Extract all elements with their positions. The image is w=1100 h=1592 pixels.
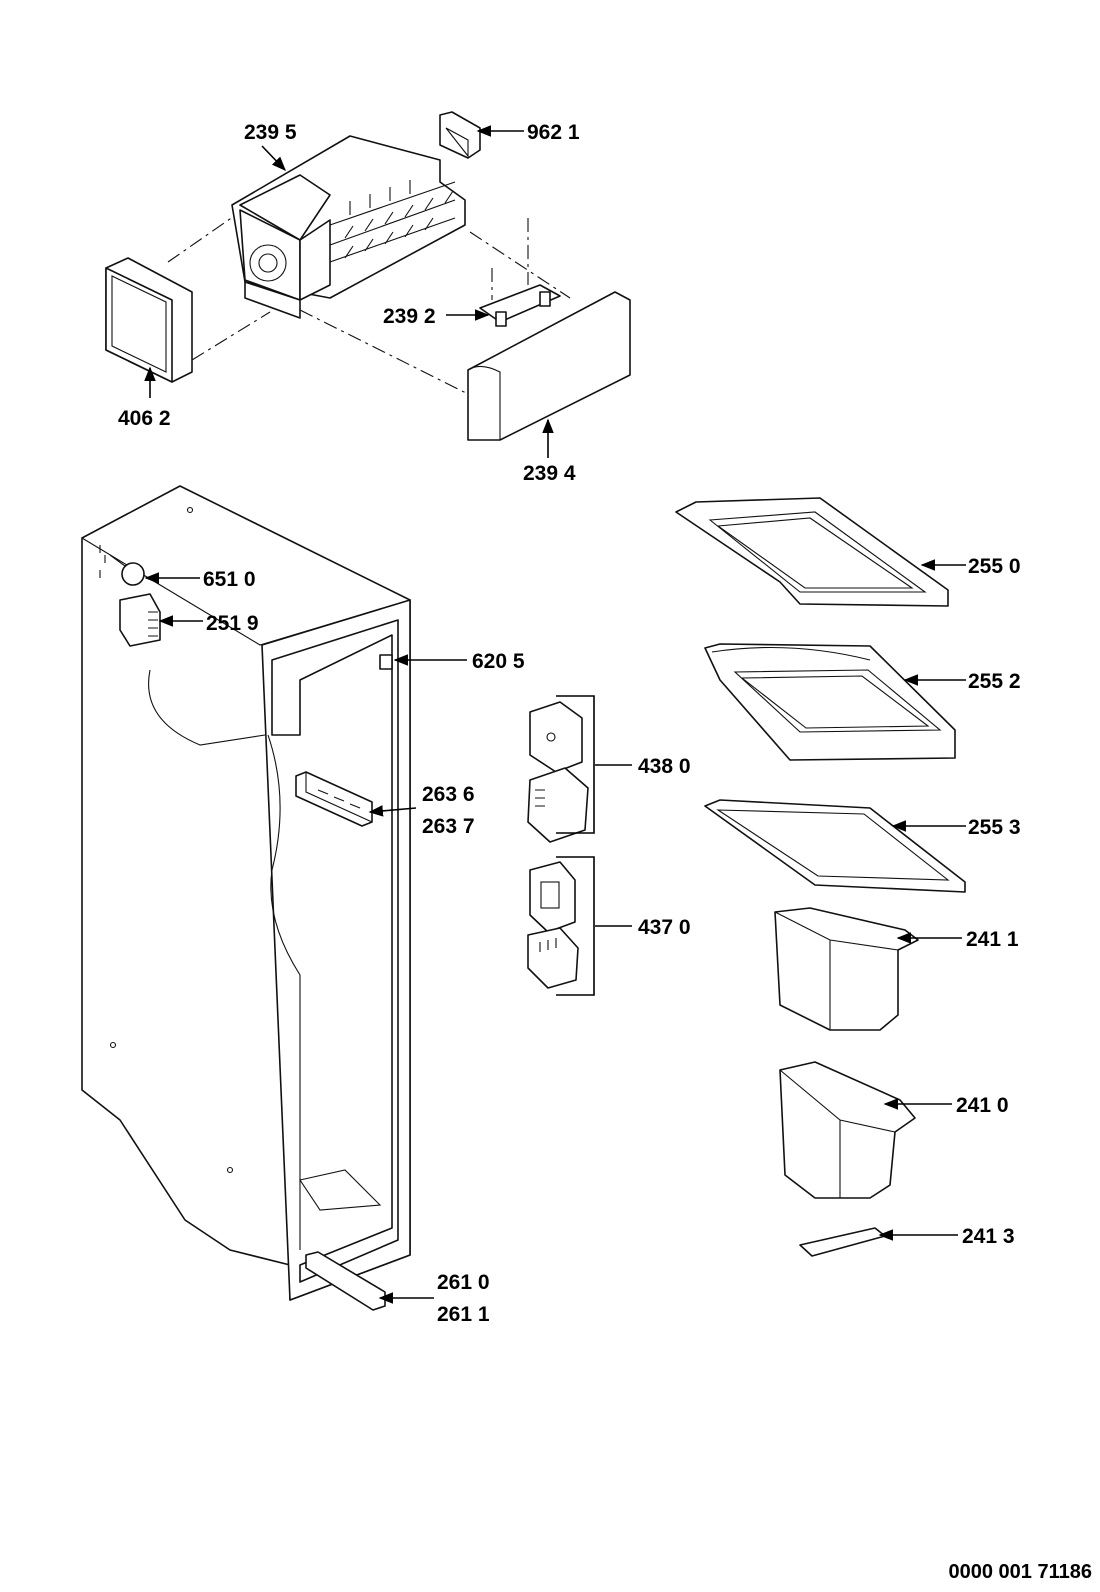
glass-shelf-255-0 bbox=[675, 497, 949, 607]
ice-maker-body bbox=[231, 135, 466, 319]
label-239-5: 239 5 bbox=[244, 121, 297, 144]
label-263-7: 263 7 bbox=[422, 815, 475, 838]
bin-trim-241-3 bbox=[799, 1227, 886, 1257]
freezer-cabinet bbox=[81, 485, 411, 1311]
door-switch bbox=[379, 654, 393, 670]
label-962-1: 962 1 bbox=[527, 121, 580, 144]
bottom-rail bbox=[305, 1251, 386, 1311]
label-241-1: 241 1 bbox=[966, 928, 1019, 951]
bin-241-1 bbox=[774, 907, 919, 1031]
label-241-0: 241 0 bbox=[956, 1094, 1009, 1117]
glass-shelf-255-3 bbox=[704, 799, 966, 893]
control-board-438 bbox=[527, 695, 595, 843]
ice-maker-cover bbox=[105, 257, 193, 383]
control-board-437 bbox=[527, 856, 595, 996]
label-651-0: 651 0 bbox=[203, 568, 256, 591]
leader-lines bbox=[144, 125, 966, 1304]
ice-maker-front-panel bbox=[467, 291, 631, 441]
label-239-2: 239 2 bbox=[383, 305, 436, 328]
ice-maker-assembly bbox=[105, 111, 631, 441]
label-241-3: 241 3 bbox=[962, 1225, 1015, 1248]
label-437-0: 437 0 bbox=[638, 916, 691, 939]
document-reference-number: 0000 001 71186 bbox=[949, 1561, 1093, 1583]
part-labels: 239 5 962 1 239 2 406 2 239 4 651 0 251 … bbox=[118, 121, 1021, 1326]
label-251-9: 251 9 bbox=[206, 612, 259, 635]
ice-maker-bracket bbox=[479, 284, 561, 327]
label-255-0: 255 0 bbox=[968, 555, 1021, 578]
label-406-2: 406 2 bbox=[118, 407, 171, 430]
bin-241-0 bbox=[779, 1061, 916, 1199]
label-261-1: 261 1 bbox=[437, 1303, 490, 1326]
glass-shelf-255-2 bbox=[704, 643, 956, 761]
air-duct bbox=[295, 771, 373, 827]
label-620-5: 620 5 bbox=[472, 650, 525, 673]
label-438-0: 438 0 bbox=[638, 755, 691, 778]
label-239-4: 239 4 bbox=[523, 462, 576, 485]
light-bulb bbox=[109, 554, 145, 586]
label-255-2: 255 2 bbox=[968, 670, 1021, 693]
label-261-0: 261 0 bbox=[437, 1271, 490, 1294]
light-cover bbox=[119, 593, 161, 647]
label-263-6: 263 6 bbox=[422, 783, 475, 806]
ice-maker-clip bbox=[439, 111, 481, 159]
label-255-3: 255 3 bbox=[968, 816, 1021, 839]
